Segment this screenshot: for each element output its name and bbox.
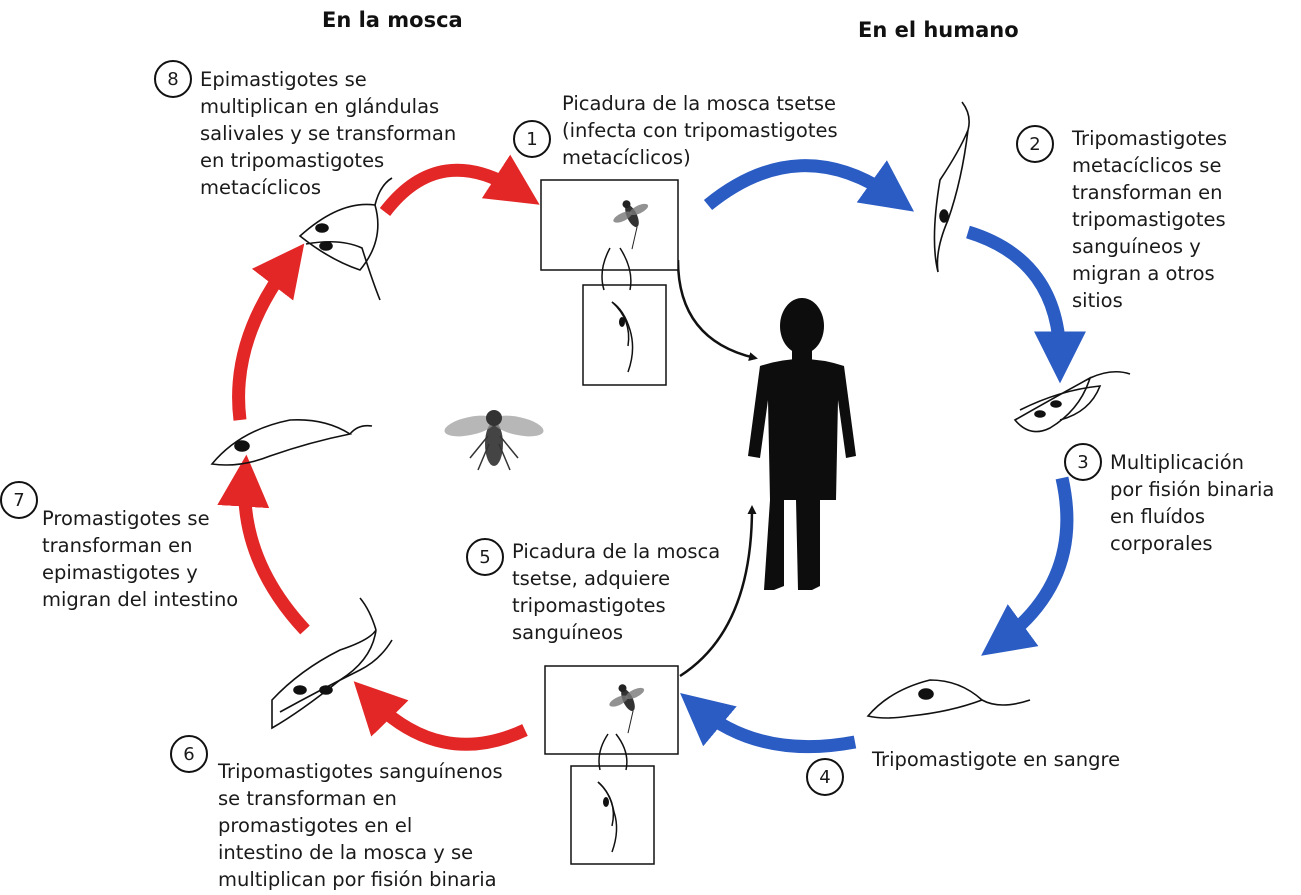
tsetse-fly-icon <box>609 684 645 734</box>
arrow-1-to-2 <box>703 159 915 212</box>
step-number-7: 7 <box>0 481 38 519</box>
step-label-7: Promastigotes se transforman en epimasti… <box>42 507 239 611</box>
arrow-3-to-4 <box>981 476 1074 656</box>
arrow-2-to-3 <box>966 225 1086 384</box>
step-number-3: 3 <box>1064 443 1102 481</box>
trypanosome-icon <box>597 781 618 853</box>
step-label-5: Picadura de la mosca tsetse, adquiere tr… <box>512 540 721 644</box>
step-number-6: 6 <box>170 735 208 773</box>
tsetse-fly-icon <box>444 410 544 471</box>
tsetse-fly-icon <box>613 200 649 250</box>
arrow-7-to-8 <box>232 243 305 421</box>
step-number-1: 1 <box>513 120 551 158</box>
step-label-8: Epimastigotes se multiplican en glándula… <box>200 68 457 199</box>
step-label-3: Multiplicación por fisión binaria en flu… <box>1110 451 1275 555</box>
step-number-4: 4 <box>806 758 844 796</box>
step-label-6: Tripomastigotes sanguínenos se transform… <box>218 760 503 891</box>
arrow-human-to-bite <box>679 505 757 678</box>
arrow-bite-to-human <box>676 259 758 362</box>
heading-fly: En la mosca <box>322 8 463 32</box>
trypanosome-icon <box>210 101 1131 730</box>
heading-human: En el humano <box>858 18 1019 42</box>
bite-box-top <box>540 179 679 271</box>
arrow-8-to-1 <box>379 154 540 217</box>
bite-box-bottom <box>544 665 679 755</box>
step-number-5: 5 <box>466 538 504 576</box>
step-label-2: Tripomastigotes metacíclicos se transfor… <box>1072 127 1228 312</box>
step-label-4: Tripomastigote en sangre <box>872 748 1121 771</box>
trypanosome-icon <box>611 301 634 373</box>
arrow-4-to-5 <box>680 692 857 754</box>
step-number-2: 2 <box>1016 125 1054 163</box>
human-silhouette-icon <box>748 298 856 590</box>
step-label-1: Picadura de la mosca tsetse (infecta con… <box>562 92 838 169</box>
parasite-box-top <box>582 284 667 386</box>
parasite-box-bottom <box>570 765 655 865</box>
arrow-5-to-6 <box>353 681 528 751</box>
step-number-8: 8 <box>154 60 192 98</box>
arrow-6-to-7 <box>217 454 310 635</box>
